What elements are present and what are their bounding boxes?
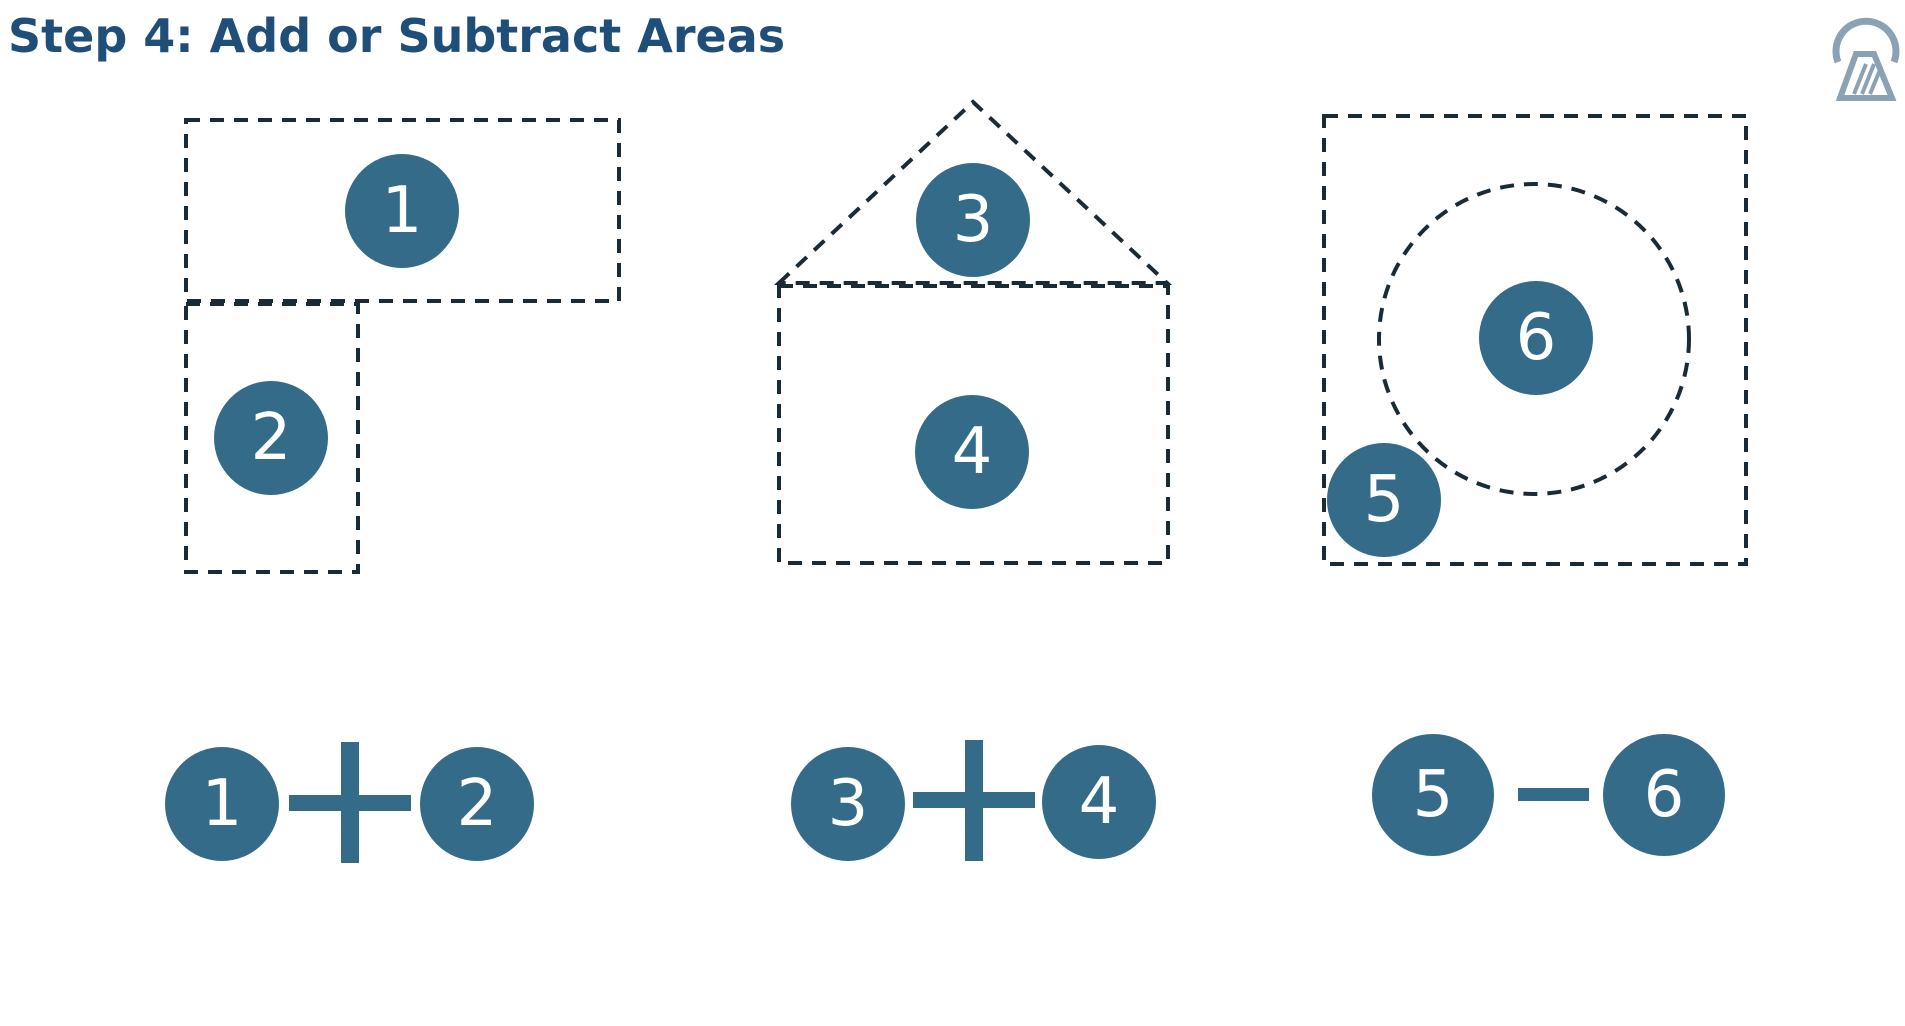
plus-icon [913,740,1035,861]
badge-3: 3 [916,163,1030,277]
equation-2-right-badge: 4 [1042,745,1156,859]
equation-1: 1 2 [165,742,534,863]
equation-3-right-badge: 6 [1603,734,1725,856]
svg-text:5: 5 [1364,463,1405,537]
shape-triangle [773,99,1173,285]
logo-icon [1832,17,1900,101]
svg-text:3: 3 [828,767,869,841]
svg-text:1: 1 [382,174,423,248]
svg-text:4: 4 [952,415,993,489]
svg-text:6: 6 [1644,758,1685,832]
diagram-house-shape: 3 4 [773,99,1173,565]
svg-text:2: 2 [457,767,498,841]
svg-text:5: 5 [1413,758,1454,832]
svg-text:3: 3 [953,183,994,257]
svg-text:1: 1 [202,767,243,841]
shape-inner-circle [1377,182,1691,496]
shape-side-rectangle [184,302,360,574]
equation-2-left-badge: 3 [791,747,905,861]
svg-text:6: 6 [1516,301,1557,375]
equation-3: 5 6 [1372,734,1725,856]
badge-2: 2 [214,381,328,495]
equation-1-left-badge: 1 [165,747,279,861]
page-title: Step 4: Add or Subtract Areas [8,9,786,63]
badge-5: 5 [1327,443,1441,557]
equation-1-right-badge: 2 [420,747,534,861]
diagram-square-with-hole: 6 5 [1322,114,1748,566]
diagram-l-shape: 1 2 [184,118,621,574]
badge-6: 6 [1479,281,1593,395]
plus-icon [289,742,411,863]
minus-icon [1518,788,1589,801]
shape-base-rectangle [777,284,1170,565]
equation-2: 3 4 [791,740,1156,861]
badge-1: 1 [345,154,459,268]
svg-text:4: 4 [1079,765,1120,839]
shape-outer-square [1322,114,1748,566]
shape-top-rectangle [184,118,621,303]
equation-3-left-badge: 5 [1372,734,1494,856]
badge-4: 4 [915,395,1029,509]
svg-text:2: 2 [251,401,292,475]
